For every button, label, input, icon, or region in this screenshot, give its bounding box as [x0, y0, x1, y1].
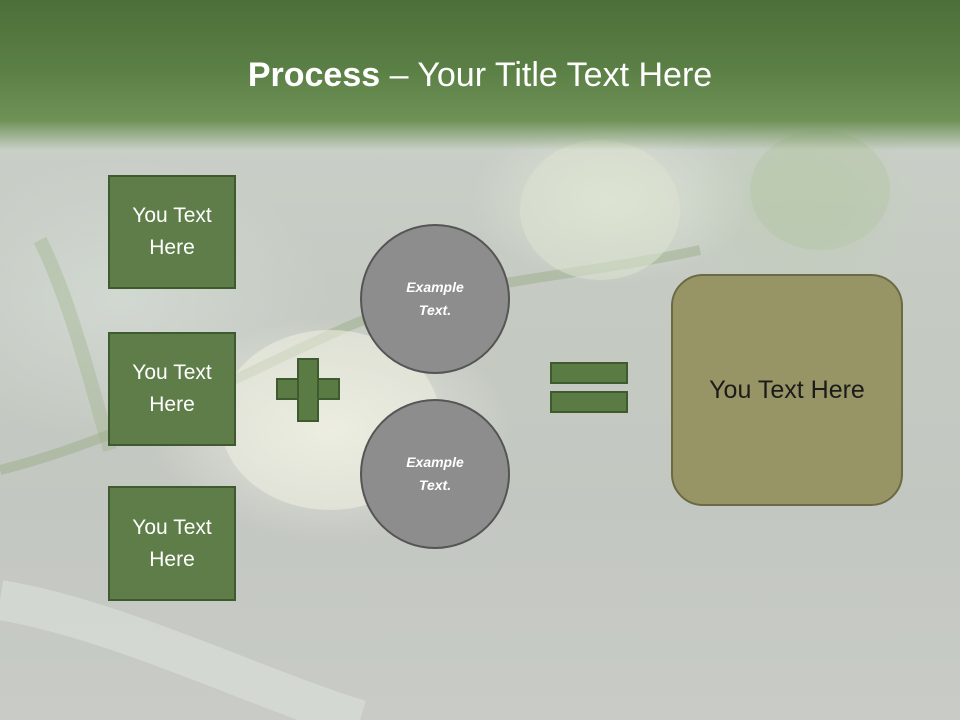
text-box-label: You Text Here [132, 515, 212, 571]
text-box-label: You Text Here [132, 204, 212, 259]
text-box-label: You Text Here [132, 361, 212, 416]
plus-icon [276, 358, 340, 422]
text-box-3: You Text Here [108, 486, 236, 601]
equals-bar-top [550, 362, 628, 384]
example-circle-1: Example Text. [360, 224, 510, 374]
text-box-2: You Text Here [108, 332, 236, 446]
circle-label: Example Text. [406, 279, 464, 318]
title-bar [0, 0, 960, 150]
slide-title: Process – Your Title Text Here [0, 52, 960, 98]
text-box-1: You Text Here [108, 175, 236, 289]
circle-label: Example Text. [406, 454, 464, 493]
result-box: You Text Here [671, 274, 903, 506]
example-circle-2: Example Text. [360, 399, 510, 549]
equals-bar-bottom [550, 391, 628, 413]
title-bold: Process [247, 56, 381, 94]
result-label: You Text Here [709, 375, 865, 404]
title-rest: – Your Title Text Here [380, 56, 713, 94]
